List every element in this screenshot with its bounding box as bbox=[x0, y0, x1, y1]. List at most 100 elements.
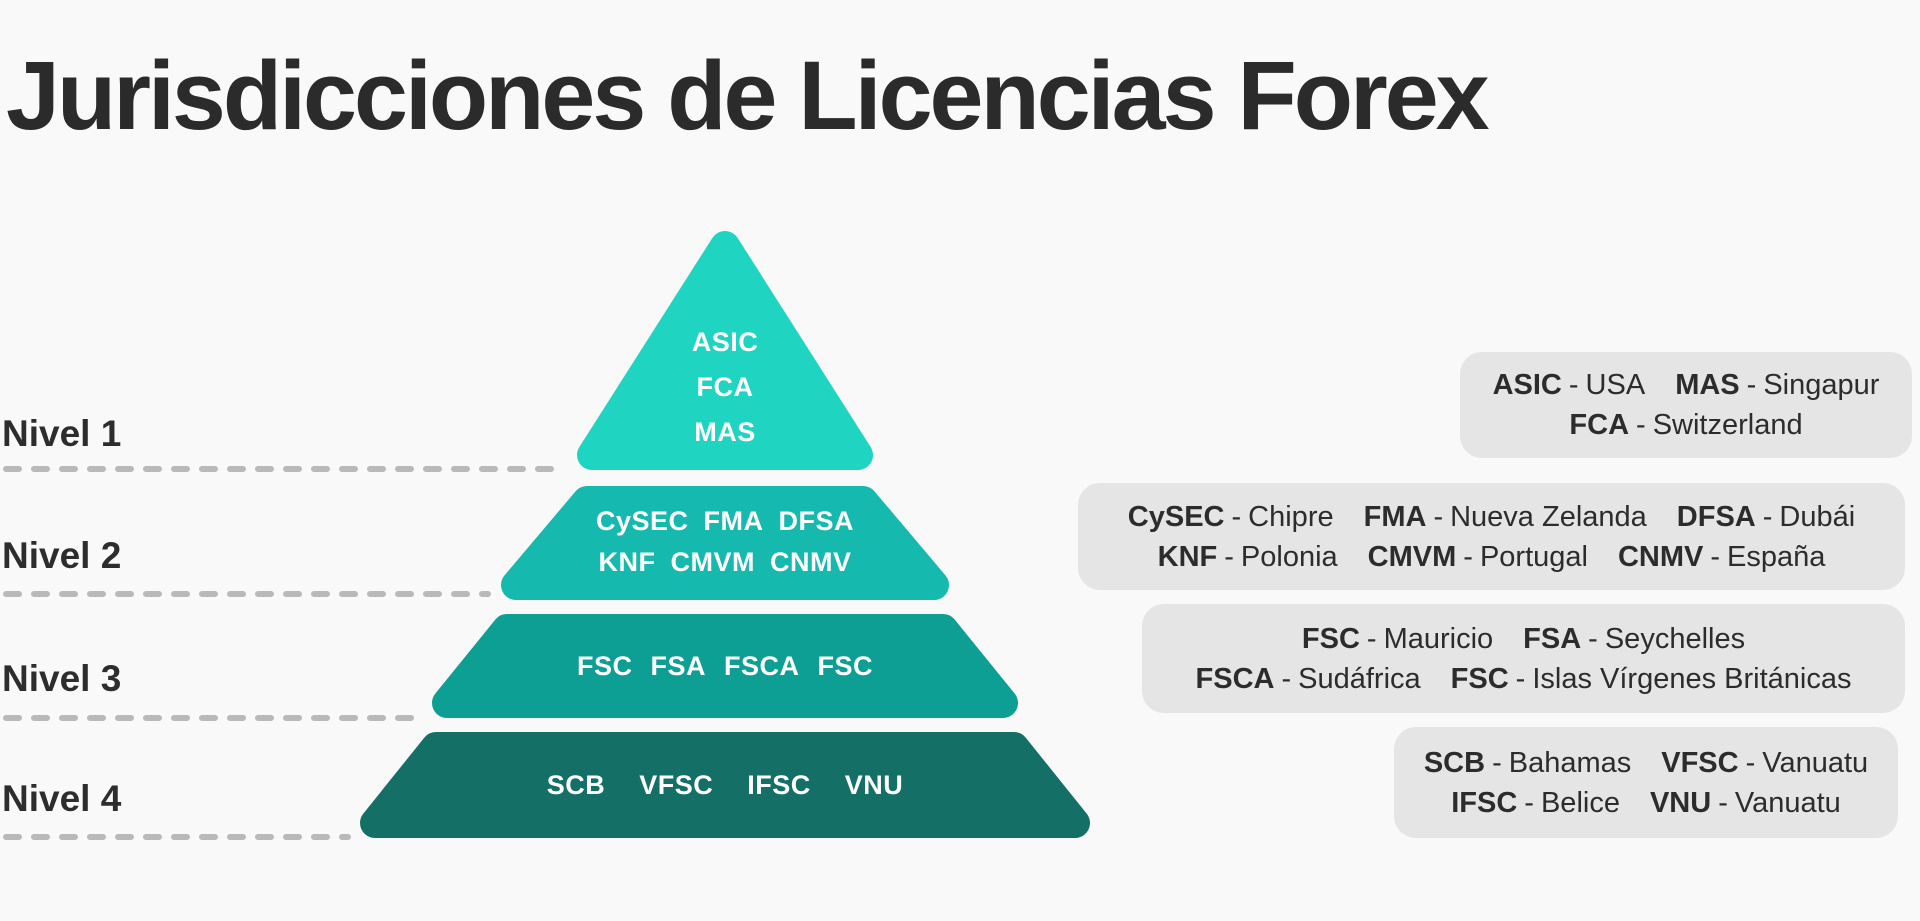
separator: - bbox=[1718, 786, 1728, 819]
legend-box-level-1: ASIC-USA MAS-Singapur FCA-Switzerland bbox=[1460, 352, 1912, 458]
regulator-abbr: KNF bbox=[598, 547, 656, 577]
regulator-abbr: FSA bbox=[650, 651, 706, 681]
level-label-3: Nivel 3 bbox=[2, 658, 122, 699]
regulator-abbr: CySEC bbox=[595, 506, 689, 536]
separator: - bbox=[1366, 622, 1377, 655]
tier-line: KNF CMVM CNMV bbox=[599, 542, 852, 583]
legend-entry: KNF-Polonia bbox=[1158, 537, 1338, 577]
legend-entry: FSC-Islas Vírgenes Británicas bbox=[1451, 659, 1852, 699]
legend-entry: ASIC-USA bbox=[1493, 365, 1646, 405]
country-name: Vanuatu bbox=[1762, 746, 1869, 779]
regulator-abbr: MAS bbox=[694, 417, 756, 447]
regulator-abbr: FSC bbox=[577, 651, 633, 681]
regulator-abbr: CySEC bbox=[1127, 500, 1225, 533]
regulator-abbr: DFSA bbox=[778, 506, 854, 536]
regulator-abbr: FSC bbox=[817, 651, 873, 681]
regulator-abbr: FSCA bbox=[1195, 662, 1275, 695]
country-name: Seychelles bbox=[1604, 622, 1746, 655]
country-name: Nueva Zelanda bbox=[1450, 500, 1647, 533]
separator: - bbox=[1710, 540, 1721, 573]
legend-entry: SCB-Bahamas bbox=[1424, 743, 1631, 783]
page-title: Jurisdicciones de Licencias Forex bbox=[6, 41, 1490, 150]
regulator-abbr: FMA bbox=[703, 506, 764, 536]
legend-entry: FMA-Nueva Zelanda bbox=[1364, 497, 1647, 537]
regulator-abbr: FSC bbox=[1450, 662, 1509, 695]
legend-entry: FSC-Mauricio bbox=[1302, 619, 1493, 659]
regulator-abbr: VNU bbox=[1649, 786, 1712, 819]
separator: - bbox=[1224, 540, 1234, 573]
regulator-abbr: FSA bbox=[1523, 622, 1582, 655]
pyramid-tier-4 bbox=[360, 732, 1090, 838]
regulator-abbr: ASIC bbox=[691, 327, 759, 357]
separator: - bbox=[1636, 409, 1646, 441]
country-name: Sudáfrica bbox=[1298, 662, 1421, 695]
legend-line: KNF-Polonia CMVM-Portugal CNMV-España bbox=[1158, 537, 1826, 577]
legend-box-level-4: SCB-Bahamas VFSC-Vanuatu IFSC-Belice VNU… bbox=[1394, 727, 1898, 838]
country-name: España bbox=[1727, 540, 1826, 573]
level-label-2: Nivel 2 bbox=[2, 535, 122, 576]
legend-line: ASIC-USA MAS-Singapur bbox=[1493, 365, 1880, 405]
pyramid-tier-1 bbox=[577, 231, 873, 470]
tier-line: ASIC bbox=[692, 320, 759, 365]
legend-entry: CNMV-España bbox=[1618, 537, 1825, 577]
regulator-abbr: CNMV bbox=[770, 547, 852, 577]
regulator-abbr: IFSC bbox=[747, 770, 811, 800]
separator: - bbox=[1433, 500, 1444, 533]
tier-line: CySEC FMA DFSA bbox=[596, 501, 854, 542]
country-name: Islas Vírgenes Británicas bbox=[1532, 662, 1852, 695]
country-name: Switzerland bbox=[1652, 409, 1803, 441]
legend-line: FSC-Mauricio FSA-Seychelles bbox=[1302, 619, 1745, 659]
regulator-abbr: KNF bbox=[1157, 540, 1218, 573]
pyramid-tier-2 bbox=[501, 486, 949, 600]
regulator-abbr: DFSA bbox=[1676, 500, 1756, 533]
legend-line: SCB-Bahamas VFSC-Vanuatu bbox=[1424, 743, 1868, 783]
legend-entry: VNU-Vanuatu bbox=[1650, 783, 1841, 823]
tier-line: FCA bbox=[697, 365, 754, 410]
tier-1-labels: ASIC FCA MAS bbox=[475, 320, 975, 455]
legend-entry: DFSA-Dubái bbox=[1677, 497, 1855, 537]
legend-entry: CMVM-Portugal bbox=[1368, 537, 1588, 577]
legend-entry: FSA-Seychelles bbox=[1523, 619, 1745, 659]
legend-entry: FCA-Switzerland bbox=[1569, 405, 1802, 445]
country-name: Chipre bbox=[1248, 500, 1334, 533]
legend-line: IFSC-Belice VNU-Vanuatu bbox=[1451, 783, 1841, 823]
tier-line: FSC FSA FSCA FSC bbox=[577, 646, 873, 686]
regulator-abbr: FSC bbox=[1301, 622, 1360, 655]
country-name: Bahamas bbox=[1508, 746, 1632, 779]
tier-3-labels: FSC FSA FSCA FSC bbox=[475, 646, 975, 686]
separator: - bbox=[1515, 662, 1526, 695]
country-name: Singapur bbox=[1763, 369, 1880, 401]
separator: - bbox=[1231, 500, 1242, 533]
country-name: Mauricio bbox=[1383, 622, 1494, 655]
regulator-abbr: SCB bbox=[546, 770, 606, 800]
level-label-1: Nivel 1 bbox=[2, 413, 122, 454]
legend-entry: VFSC-Vanuatu bbox=[1661, 743, 1868, 783]
country-name: Portugal bbox=[1479, 540, 1588, 573]
legend-line: FSCA-Sudáfrica FSC-Islas Vírgenes Britán… bbox=[1196, 659, 1852, 699]
separator: - bbox=[1745, 746, 1756, 779]
separator: - bbox=[1463, 540, 1473, 573]
country-name: Polonia bbox=[1240, 540, 1338, 573]
tier-line: MAS bbox=[694, 410, 756, 455]
country-name: USA bbox=[1585, 369, 1646, 401]
separator: - bbox=[1588, 622, 1598, 655]
regulator-abbr: CNMV bbox=[1617, 540, 1704, 573]
separator: - bbox=[1762, 500, 1773, 533]
regulator-abbr: FCA bbox=[696, 372, 754, 402]
regulator-abbr: FMA bbox=[1363, 500, 1427, 533]
regulator-abbr: CMVM bbox=[1367, 540, 1457, 573]
country-name: Vanuatu bbox=[1734, 786, 1841, 819]
legend-entry: FSCA-Sudáfrica bbox=[1196, 659, 1421, 699]
tier-2-labels: CySEC FMA DFSA KNF CMVM CNMV bbox=[475, 501, 975, 583]
country-name: Dubái bbox=[1779, 500, 1856, 533]
separator: - bbox=[1492, 746, 1502, 779]
tier-4-labels: SCB VFSC IFSC VNU bbox=[475, 765, 975, 805]
regulator-abbr: SCB bbox=[1423, 746, 1486, 779]
legend-entry: CySEC-Chipre bbox=[1128, 497, 1334, 537]
level-label-4: Nivel 4 bbox=[2, 778, 122, 819]
legend-box-level-2: CySEC-Chipre FMA-Nueva Zelanda DFSA-Dubá… bbox=[1078, 483, 1905, 590]
regulator-abbr: FCA bbox=[1569, 409, 1630, 441]
regulator-abbr: FSCA bbox=[724, 651, 800, 681]
